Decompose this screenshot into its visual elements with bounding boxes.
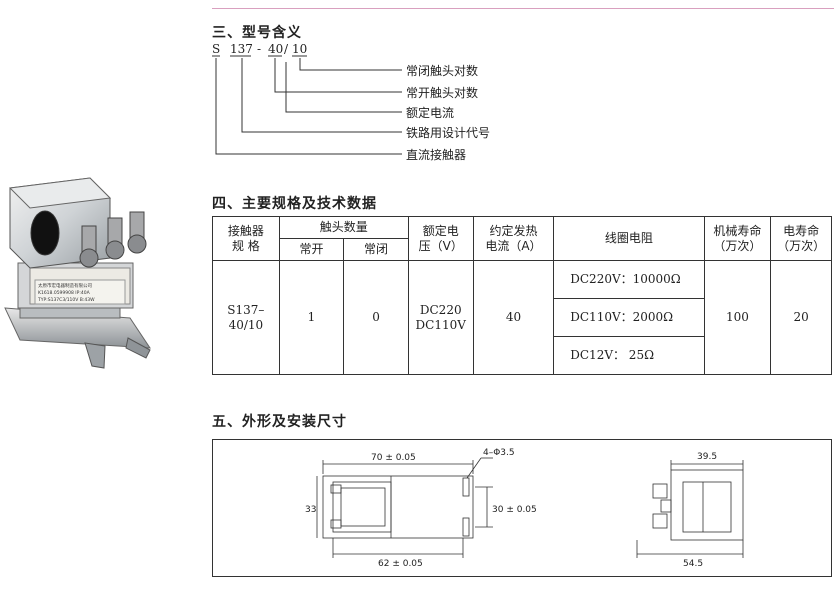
cell-current: 40 <box>472 260 555 375</box>
dim-base-width: 62 ± 0.05 <box>378 559 423 569</box>
spec-table: 接触器规 格 触头数量 额定电压（V） 约定发热电流（A） 线圈电阻 机械寿命（… <box>212 216 832 375</box>
header-mech-life: 机械寿命（万次） <box>703 216 772 261</box>
legend-rated-current: 额定电流 <box>406 106 455 120</box>
model-part-nc: 10 <box>292 42 307 56</box>
header-voltage: 额定电压（V） <box>407 216 474 261</box>
nameplate-line-1: 太原市宏电器制造有限公司 <box>38 282 92 289</box>
model-part-slash: / <box>284 42 289 56</box>
model-code-diagram: S 137 - 40 / 10 常闭触头对数 常开触头对数 额定电流 铁路用设计… <box>212 42 532 172</box>
dimension-drawing-frame: 70 ± 0.05 4–Φ3.5 33 30 ± 0.05 62 ± 0.05 … <box>212 439 832 577</box>
cell-model: S137–40/10 <box>212 260 280 375</box>
contactor-product-photo: 太原市宏电器制造有限公司 K1618.0599908 IP:40A TYP:S1… <box>0 168 175 382</box>
cell-nc: 0 <box>343 260 409 375</box>
header-model: 接触器规 格 <box>212 216 280 261</box>
legend-railway-code: 铁路用设计代号 <box>406 126 491 140</box>
dim-hole-spacing: 30 ± 0.05 <box>492 505 537 515</box>
nameplate-line-3: TYP:S137C3/110V B:43W <box>37 297 95 303</box>
header-contacts: 触头数量 <box>278 216 409 239</box>
dim-left-height: 33 <box>305 505 316 515</box>
top-divider <box>212 8 834 9</box>
cell-coil-12: DC12V： 25Ω <box>553 336 705 375</box>
legend-nc-contacts: 常闭触头对数 <box>406 64 479 78</box>
cell-coil-110: DC110V：2000Ω <box>553 298 705 337</box>
dimension-drawing: 70 ± 0.05 4–Φ3.5 33 30 ± 0.05 62 ± 0.05 … <box>305 448 744 569</box>
header-coil: 线圈电阻 <box>553 216 705 261</box>
header-no: 常开 <box>278 238 345 261</box>
cell-coil-220: DC220V：10000Ω <box>553 260 705 299</box>
model-part-dash: - <box>257 42 261 56</box>
header-nc: 常闭 <box>343 238 409 261</box>
dim-left-width: 70 ± 0.05 <box>371 453 416 463</box>
legend-no-contacts: 常开触头对数 <box>406 86 479 100</box>
model-leader-lines <box>212 55 402 155</box>
dim-right-bottom: 54.5 <box>683 559 703 569</box>
dim-holes: 4–Φ3.5 <box>483 448 515 458</box>
model-part-design: 137 <box>230 42 253 56</box>
model-part-series: S <box>212 42 220 56</box>
nameplate-line-2: K1618.0599908 IP:40A <box>38 290 91 296</box>
section-title-model-meaning: 三、型号含义 <box>212 25 302 41</box>
legend-dc-contactor: 直流接触器 <box>406 148 467 162</box>
model-part-current: 40 <box>268 42 283 56</box>
header-elec-life: 电寿命（万次） <box>770 216 832 261</box>
section-title-dimensions: 五、外形及安装尺寸 <box>212 414 347 430</box>
cell-no: 1 <box>278 260 345 375</box>
section-title-specs: 四、主要规格及技术数据 <box>212 196 377 212</box>
dim-right-top: 39.5 <box>697 452 717 462</box>
cell-mech-life: 100 <box>703 260 772 375</box>
cell-elec-life: 20 <box>770 260 832 375</box>
header-current: 约定发热电流（A） <box>472 216 555 261</box>
